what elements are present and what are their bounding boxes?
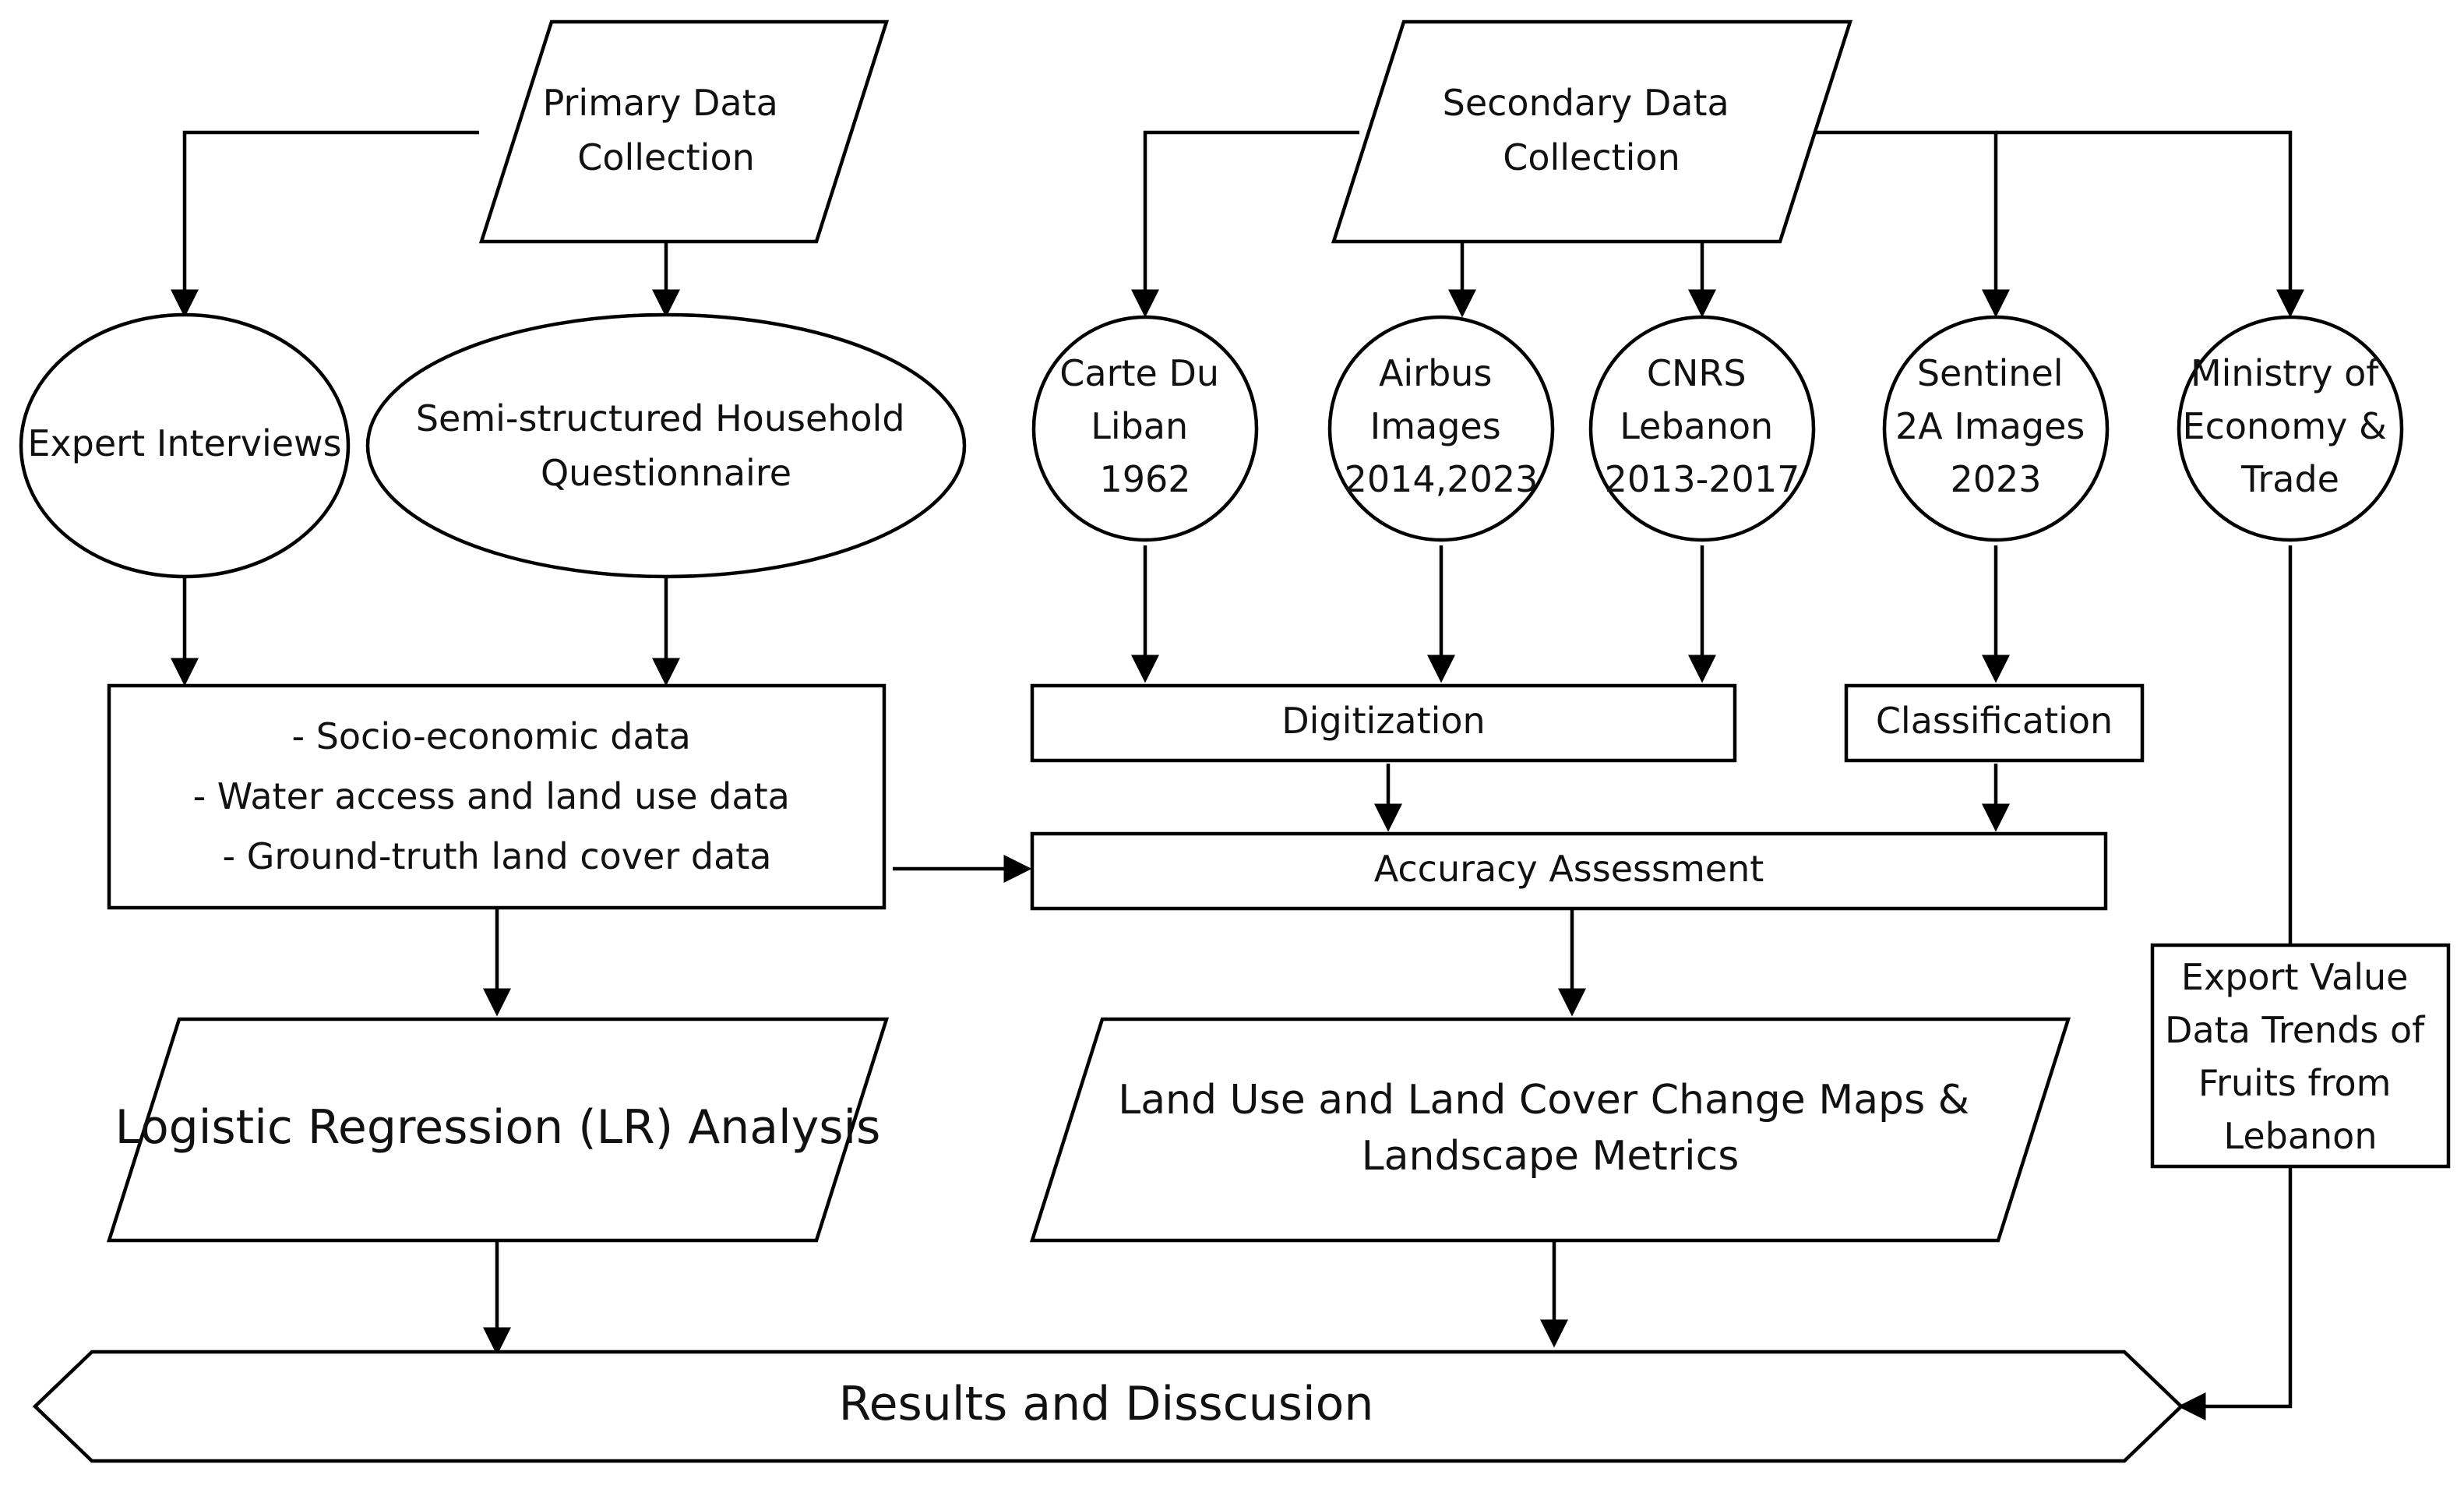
secondary-data-node: Secondary Data Collection [1331,19,1853,244]
ministry-label: Ministry of Economy & Trade [2183,352,2399,500]
ministry-node: Ministry of Economy & Trade [2177,315,2404,542]
airbus-images-node: Airbus Images 2014,2023 [1327,315,1555,542]
classification-node: Classification [1844,683,2145,763]
expert-interviews-label: Expert Interviews [27,422,341,464]
sentinel-label: Sentinel 2A Images 2023 [1895,352,2096,500]
primary-data-label: Primary Data Collection [543,82,790,178]
edge-secondary-to-ministry [1996,130,2304,318]
secondary-data-label: Secondary Data Collection [1443,82,1741,178]
household-questionnaire-label: Semi-structured Household Questionnaire [416,397,916,494]
airbus-images-label: Airbus Images 2014,2023 [1345,352,1539,500]
expert-interviews-node: Expert Interviews [19,312,351,579]
logistic-regression-node: Logistic Regression (LR) Analysis [106,1017,890,1243]
edge-secondary-to-sentinel [1811,130,2010,318]
sentinel-node: Sentinel 2A Images 2023 [1882,315,2110,542]
digitization-label: Digitization [1281,700,1485,742]
shapes: Primary Data Collection Secondary Data C… [19,19,2451,1463]
digitization-node: Digitization [1030,683,1737,763]
field-data-label: - Socio-economic data - Water access and… [193,715,802,877]
cnrs-lebanon-label: CNRS Lebanon 2013-2017 [1605,352,1800,500]
export-value-node: Export Value Data Trends of Fruits from … [2150,943,2451,1169]
results-label: Results and Disscusion [839,1377,1374,1431]
edge-export-to-results [2177,1166,2293,1420]
export-value-label: Export Value Data Trends of Fruits from … [2165,956,2436,1157]
results-node: Results and Disscusion [32,1350,2184,1463]
carte-du-liban-label: Carte Du Liban 1962 [1059,352,1230,500]
edge-primary-to-expert [171,130,479,318]
classification-label: Classification [1876,700,2113,742]
accuracy-assessment-label: Accuracy Assessment [1374,848,1764,890]
household-questionnaire-node: Semi-structured Household Questionnaire [365,312,967,579]
connectors [171,130,2304,1420]
field-data-node: - Socio-economic data - Water access and… [107,683,887,910]
logistic-regression-label: Logistic Regression (LR) Analysis [115,1100,881,1155]
primary-data-node: Primary Data Collection [478,19,890,244]
carte-du-liban-node: Carte Du Liban 1962 [1031,315,1259,542]
accuracy-assessment-node: Accuracy Assessment [1030,831,2108,911]
cnrs-lebanon-node: CNRS Lebanon 2013-2017 [1588,315,1816,542]
lulc-maps-label: Land Use and Land Cover Change Maps & La… [1118,1077,1983,1180]
edge-secondary-to-carte [1131,130,1359,318]
lulc-maps-node: Land Use and Land Cover Change Maps & La… [1029,1017,2071,1243]
